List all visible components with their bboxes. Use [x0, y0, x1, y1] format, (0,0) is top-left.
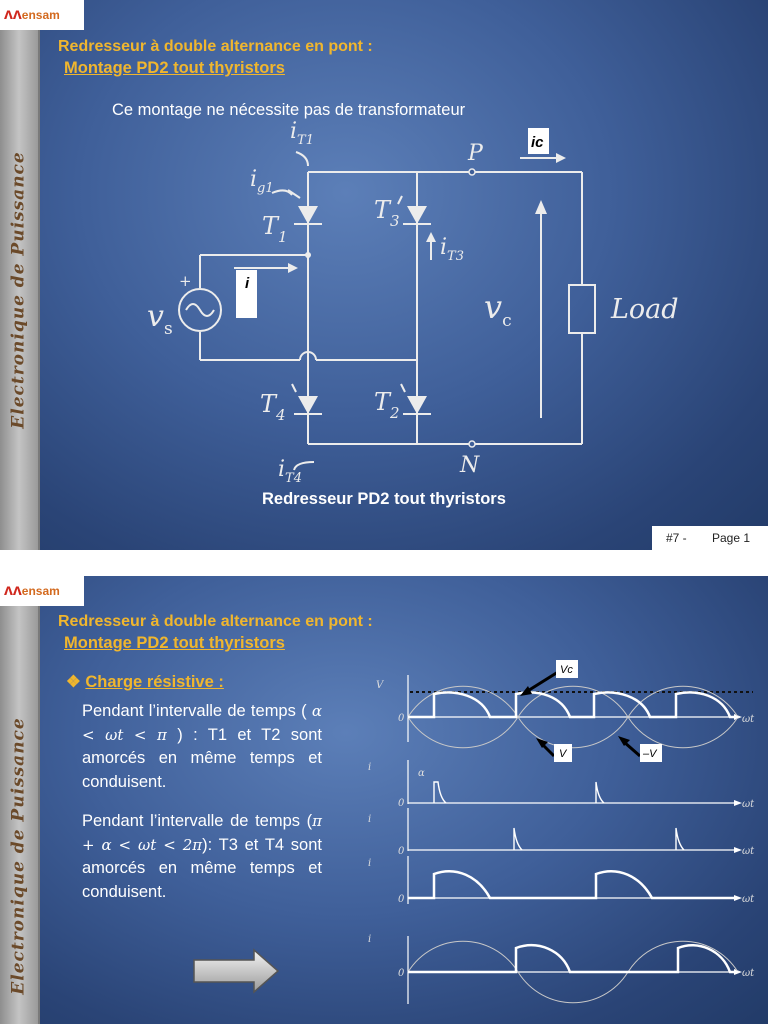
label-zero-5: 0 [398, 968, 405, 979]
slide-footer: #7 - Page 1 [652, 526, 768, 550]
label-i: i [245, 275, 250, 292]
label-alpha: α [418, 768, 425, 779]
sidebar: Electronique de Puissance [0, 576, 40, 1024]
label-iT4: iT4 [278, 457, 302, 486]
slide-title-line2: Montage PD2 tout thyristors [64, 634, 285, 652]
label-wt-1: ωt [742, 714, 755, 725]
label-plus: + [179, 272, 192, 290]
waveform-chart: Vc V –V V 0 ωt i α 0 ωt i 0 ωt i 0 ωt i … [368, 660, 755, 1004]
label-zero: 0 [398, 713, 405, 724]
label-wt-2: ωt [742, 799, 755, 810]
explanation-text: Pendant l’intervalle de temps ( α < ωt <… [82, 700, 322, 920]
sidebar-title: Electronique de Puissance [9, 717, 29, 995]
label-vs: vs [147, 299, 173, 339]
paragraph-1: Pendant l’intervalle de temps ( α < ωt <… [82, 702, 322, 791]
bullet-charge-resistive: ❖ Charge résistive : [66, 673, 224, 691]
circuit-caption: Redresseur PD2 tout thyristors [262, 490, 506, 508]
label-v: V [559, 748, 568, 760]
paragraph-2: Pendant l’intervalle de temps (π + α < ω… [82, 812, 322, 901]
label-iT3: iT3 [440, 235, 464, 264]
label-vc: Vc [560, 664, 573, 676]
label-vmax: V [376, 680, 385, 691]
label-vc: vc [484, 288, 512, 331]
slide-title-line1: Redresseur à double alternance en pont : [58, 613, 373, 630]
subtitle-text: Ce montage ne nécessite pas de transform… [112, 101, 466, 119]
slide-gap [0, 550, 768, 576]
label-ic: ic [531, 134, 544, 151]
label-load: Load [610, 294, 679, 325]
label-wt-5: ωt [742, 968, 755, 979]
label-T4: T4 [260, 390, 286, 424]
label-wt-4: ωt [742, 894, 755, 905]
slide-number: #7 - [666, 531, 687, 545]
label-P: P [467, 141, 484, 166]
label-ig1: ig1 [250, 167, 274, 196]
sidebar: Electronique de Puissance [0, 0, 40, 550]
slide-title-line2: Montage PD2 tout thyristors [64, 59, 285, 77]
label-iT34: i [368, 934, 371, 945]
label-zero-4: 0 [398, 894, 405, 905]
label-wt-3: ωt [742, 846, 755, 857]
next-arrow-icon [193, 948, 280, 994]
label-iT12: i [368, 858, 371, 869]
label-ig: i [368, 762, 371, 773]
label-neg-v: –V [642, 748, 658, 760]
label-zero-2: 0 [398, 798, 405, 809]
label-N: N [459, 453, 480, 478]
pd2-circuit-diagram: iT1 ig1 T1 T3 iT3 P vs + vc Load T4 T2 i… [147, 119, 679, 486]
slide-title-line1: Redresseur à double alternance en pont : [58, 38, 373, 55]
label-T2: T2 [374, 388, 400, 422]
page-label: Page 1 [712, 531, 751, 545]
label-ig2: i [368, 814, 371, 825]
label-zero-3: 0 [398, 846, 405, 857]
label-iT1: iT1 [290, 119, 314, 148]
label-T3: T3 [374, 196, 400, 230]
label-T1: T1 [262, 212, 288, 246]
